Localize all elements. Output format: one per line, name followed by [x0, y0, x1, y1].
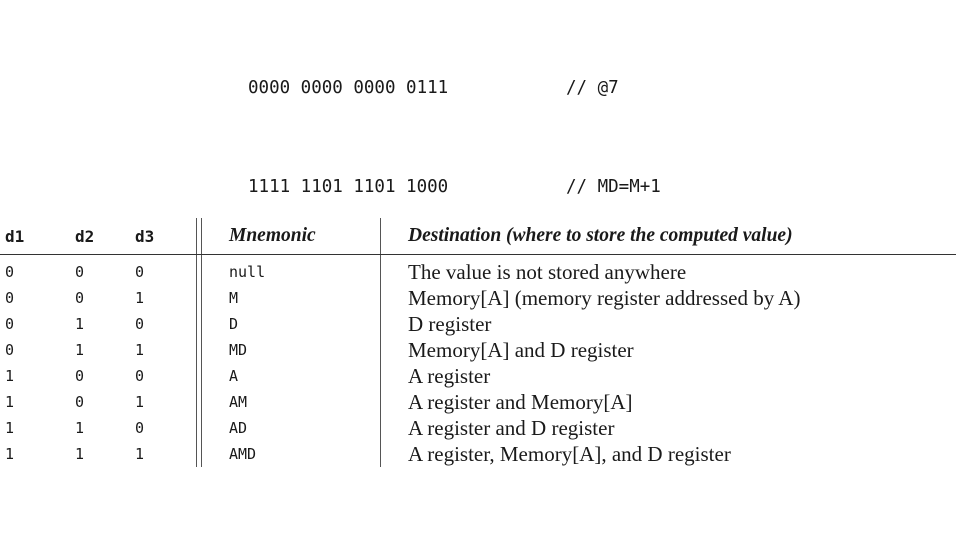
double-rule: [190, 337, 229, 363]
cell-mnemonic: MD: [229, 341, 248, 359]
cell-destination: A register: [380, 363, 956, 389]
cell-destination: A register and D register: [380, 415, 956, 441]
cell-d1: 0: [5, 263, 15, 281]
table-header-row: d1 d2 d3 Mnemonic Destination (where to …: [0, 218, 956, 255]
cell-d3: 0: [135, 263, 145, 281]
double-rule: [190, 389, 229, 415]
table-row: 0 0 1 M Memory[A] (memory register addressed…: [0, 285, 956, 311]
cell-d2: 1: [75, 315, 85, 333]
cell-mnemonic: AD: [229, 419, 248, 437]
cell-d2: 1: [75, 419, 85, 437]
cell-d2: 0: [75, 263, 85, 281]
cell-d2: 0: [75, 393, 85, 411]
destination-table: d1 d2 d3 Mnemonic Destination (where to …: [0, 218, 956, 467]
cell-d2: 0: [75, 289, 85, 307]
header-mnemonic: Mnemonic: [229, 218, 381, 255]
cell-mnemonic: D: [229, 315, 239, 333]
cell-d3: 0: [135, 419, 145, 437]
double-rule: [190, 255, 229, 285]
header-d1: d1: [0, 218, 75, 255]
table-row: 1 0 0 A A register: [0, 363, 956, 389]
table-row: 1 1 0 AD A register and D register: [0, 415, 956, 441]
cell-mnemonic: A: [229, 367, 239, 385]
table-row: 0 1 1 MD Memory[A] and D register: [0, 337, 956, 363]
cell-destination: D register: [380, 311, 956, 337]
cell-d3: 1: [135, 289, 145, 307]
cell-mnemonic: AM: [229, 393, 248, 411]
cell-destination: The value is not stored anywhere: [380, 254, 956, 285]
cell-destination: A register and Memory[A]: [380, 389, 956, 415]
code-bits: 1111 1101 1101 1000: [248, 177, 449, 197]
cell-mnemonic: M: [229, 289, 239, 307]
header-d3: d3: [135, 218, 190, 255]
code-bits: 0000 0000 0000 0111: [248, 78, 449, 98]
table-row: 0 0 0 null The value is not stored anywhere: [0, 254, 956, 285]
cell-d1: 0: [5, 315, 15, 333]
double-rule: [190, 415, 229, 441]
code-comment: // @7: [566, 78, 619, 98]
cell-d3: 0: [135, 315, 145, 333]
cell-d2: 1: [75, 445, 85, 463]
cell-d1: 1: [5, 445, 15, 463]
header-destination: Destination (where to store the computed…: [380, 218, 956, 255]
cell-destination: Memory[A] (memory register addressed by …: [380, 285, 956, 311]
cell-d3: 1: [135, 341, 145, 359]
double-rule: [190, 311, 229, 337]
cell-d1: 0: [5, 289, 15, 307]
cell-d2: 0: [75, 367, 85, 385]
cell-d1: 0: [5, 341, 15, 359]
double-rule: [190, 363, 229, 389]
table-row: 1 1 1 AMD A register, Memory[A], and D regis…: [0, 441, 956, 467]
destination-table-wrapper: d1 d2 d3 Mnemonic Destination (where to …: [0, 218, 956, 467]
code-line: 1111 1101 1101 1000 // MD=M+1: [248, 171, 661, 204]
double-rule: [190, 218, 229, 255]
cell-mnemonic: null: [229, 263, 266, 281]
cell-d1: 1: [5, 393, 15, 411]
code-comment: // MD=M+1: [566, 177, 661, 197]
double-rule: [190, 441, 229, 467]
cell-mnemonic: AMD: [229, 445, 257, 463]
header-d2: d2: [75, 218, 135, 255]
code-line: 0000 0000 0000 0111 // @7: [248, 72, 661, 105]
cell-d1: 1: [5, 367, 15, 385]
cell-destination: Memory[A] and D register: [380, 337, 956, 363]
table-row: 1 0 1 AM A register and Memory[A]: [0, 389, 956, 415]
cell-d3: 0: [135, 367, 145, 385]
cell-d2: 1: [75, 341, 85, 359]
cell-d1: 1: [5, 419, 15, 437]
cell-d3: 1: [135, 393, 145, 411]
cell-destination: A register, Memory[A], and D register: [380, 441, 956, 467]
table-row: 0 1 0 D D register: [0, 311, 956, 337]
code-listing: 0000 0000 0000 0111 // @7 1111 1101 1101 …: [248, 6, 661, 237]
cell-d3: 1: [135, 445, 145, 463]
double-rule: [190, 285, 229, 311]
